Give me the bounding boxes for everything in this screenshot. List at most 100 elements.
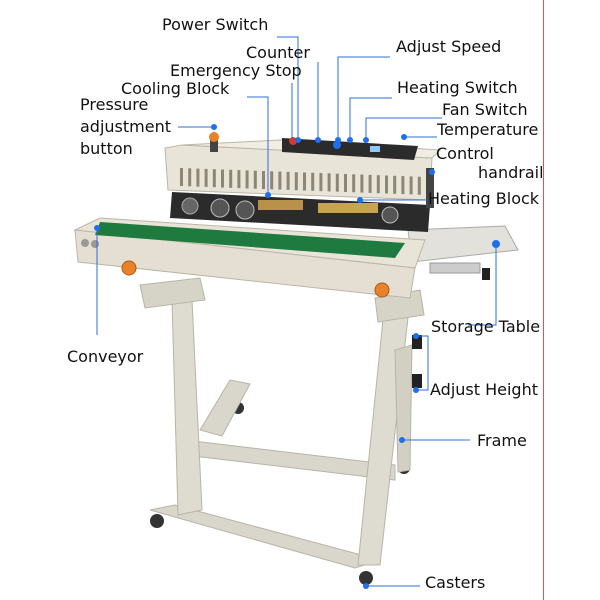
label-storage-table: Storage Table <box>431 317 541 336</box>
housing-vents <box>180 168 421 195</box>
vent-slot <box>270 171 274 190</box>
dot-power-switch <box>295 137 301 143</box>
heating-block <box>318 203 378 213</box>
label-power-switch: Power Switch <box>162 15 269 34</box>
caster-front-right <box>359 571 373 585</box>
vent-slot <box>368 174 372 193</box>
wheel-1 <box>181 197 199 215</box>
pressure-screw <box>210 138 218 152</box>
vent-slot <box>393 175 397 194</box>
dot-conveyor <box>94 225 100 231</box>
conveyor-belt <box>95 222 405 258</box>
vent-slot <box>360 174 364 193</box>
vent-slot <box>319 173 323 192</box>
leader-adjust-speed <box>337 56 390 140</box>
frame-left-leg <box>171 299 203 516</box>
speed-dial <box>333 141 341 149</box>
dot-fan-switch <box>363 137 369 143</box>
dot-counter <box>315 137 321 143</box>
wheel-3 <box>235 200 255 220</box>
vent-slot <box>237 170 241 189</box>
wheel-4 <box>381 206 399 224</box>
label-control: Control <box>436 144 494 163</box>
dot-storage-table <box>492 240 500 248</box>
label-cooling-block: Cooling Block <box>121 79 230 98</box>
vent-slot <box>229 169 233 188</box>
table-knob <box>482 268 490 280</box>
dot-frame <box>399 437 405 443</box>
vent-slot <box>311 172 315 191</box>
label-temperature: Temperature <box>437 120 539 139</box>
leader-heating-switch <box>349 97 392 140</box>
dot-heating-block <box>357 197 363 203</box>
vent-slot <box>401 176 405 195</box>
leader-adjust-height <box>416 335 429 391</box>
dot-handrail <box>429 169 435 175</box>
leader-power-switch <box>277 36 299 140</box>
vent-slot <box>221 169 224 188</box>
conveyor-side <box>74 229 416 299</box>
height-knob-lower <box>412 374 422 388</box>
label-conveyor: Conveyor <box>67 347 144 366</box>
leader-lines <box>96 36 497 587</box>
label-adjust-height: Adjust Height <box>430 380 538 399</box>
vent-slot <box>327 173 331 192</box>
conveyor-bolt-1 <box>81 239 89 247</box>
label-counter: Counter <box>246 43 310 62</box>
vent-slot <box>335 173 339 192</box>
frame-rear-leg <box>394 344 413 473</box>
leader-cooling-block <box>247 96 269 195</box>
vent-slot <box>180 168 183 186</box>
label-handrail: handrail <box>478 163 544 182</box>
vent-slot <box>212 169 216 188</box>
conveyor-knob-right <box>374 282 390 298</box>
vent-slot <box>196 168 200 187</box>
table-bracket <box>429 262 481 274</box>
vent-slot <box>352 174 356 193</box>
leader-fan-switch <box>365 117 442 140</box>
dot-cooling-block <box>265 192 271 198</box>
left-mount <box>139 277 206 309</box>
dot-temperature <box>401 134 407 140</box>
vent-slot <box>303 172 306 191</box>
label-adjust-speed: Adjust Speed <box>396 37 502 56</box>
dot-pressure <box>211 124 217 130</box>
vent-slot <box>262 171 265 189</box>
leader-dots <box>94 124 500 589</box>
wheel-2 <box>210 198 230 218</box>
vent-slot <box>204 168 208 187</box>
label-heating-switch: Heating Switch <box>397 78 518 97</box>
control-panel <box>282 138 418 160</box>
frame-base-back-left <box>199 379 251 437</box>
cooling-block <box>258 200 303 210</box>
vent-slot <box>188 168 192 187</box>
frame-base-front <box>149 504 382 569</box>
frame-crossbar <box>184 439 396 481</box>
right-edge-line <box>543 0 544 600</box>
dot-adjust-height-lower <box>413 387 419 393</box>
handrail <box>426 168 434 208</box>
dot-casters <box>363 583 369 589</box>
label-pressure-adjustment: Pressure adjustment button <box>80 95 171 158</box>
vent-slot <box>385 175 388 194</box>
dot-adjust-speed <box>335 137 341 143</box>
label-casters: Casters <box>425 573 486 592</box>
conveyor-bolt-2 <box>91 240 99 248</box>
conveyor-knob-left <box>121 260 137 276</box>
pressure-knob <box>209 132 219 142</box>
label-heating-block: Heating Block <box>428 189 540 208</box>
leader-storage-table <box>468 244 497 326</box>
sealing-mechanism-panel <box>170 192 430 232</box>
label-frame: Frame <box>477 431 527 450</box>
vent-slot <box>344 174 347 192</box>
vent-slot <box>294 172 298 191</box>
height-knob-upper <box>412 335 422 349</box>
caster-front-left <box>150 514 164 528</box>
temperature-display <box>370 146 380 152</box>
vent-slot <box>409 176 413 195</box>
vent-slot <box>286 171 290 190</box>
label-emergency-stop: Emergency Stop <box>170 61 302 80</box>
emergency-stop-button <box>289 137 297 145</box>
